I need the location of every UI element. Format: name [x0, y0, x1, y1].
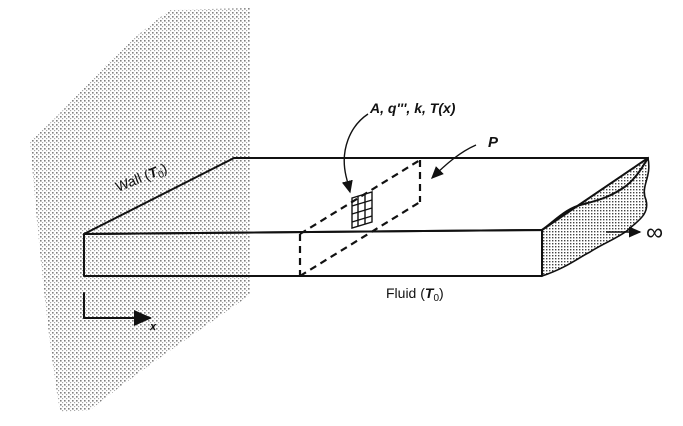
coordinate-axes	[83, 292, 152, 326]
infinity-symbol: ∞	[646, 219, 663, 246]
perimeter-label: P	[488, 134, 499, 151]
fluid-label: Fluid (T0)	[386, 285, 444, 304]
properties-leader-arrow	[341, 113, 369, 194]
wall-hatching	[30, 8, 250, 412]
control-volume	[298, 159, 422, 277]
x-axis-label: x	[149, 321, 157, 333]
perimeter-leader-arrow	[431, 144, 477, 179]
cross-section-grid	[351, 191, 373, 229]
fin-end-edge	[541, 157, 649, 231]
properties-label: A, q''', k, T(x)	[369, 100, 456, 116]
